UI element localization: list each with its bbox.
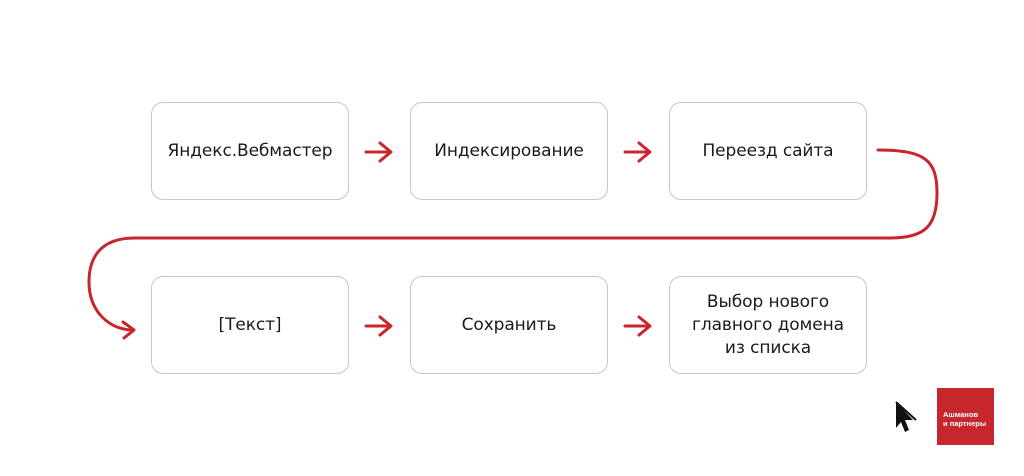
step-choose-main-domain: Выбор нового главного домена из списка <box>669 276 867 374</box>
step-label: Сохранить <box>461 314 557 335</box>
ashmanov-cursor-logo-icon <box>895 401 917 432</box>
step-indexing: Индексирование <box>410 102 608 200</box>
step-label: Яндекс.Вебмастер <box>167 140 333 161</box>
step-label: Переезд сайта <box>702 140 834 161</box>
step-label: [Текст] <box>218 314 282 335</box>
step-site-move: Переезд сайта <box>669 102 867 200</box>
step-save: Сохранить <box>410 276 608 374</box>
step-label: Индексирование <box>434 140 584 161</box>
brand-badge: Ашманов и партнеры <box>937 388 994 445</box>
step-label: Выбор нового главного домена из списка <box>692 291 844 358</box>
arrow-1-to-2 <box>364 141 393 163</box>
arrow-4-to-5 <box>364 315 393 337</box>
step-text-placeholder: [Текст] <box>151 276 349 374</box>
step-yandex-webmaster: Яндекс.Вебмастер <box>151 102 349 200</box>
arrow-5-to-6 <box>623 315 652 337</box>
arrow-2-to-3 <box>623 141 652 163</box>
